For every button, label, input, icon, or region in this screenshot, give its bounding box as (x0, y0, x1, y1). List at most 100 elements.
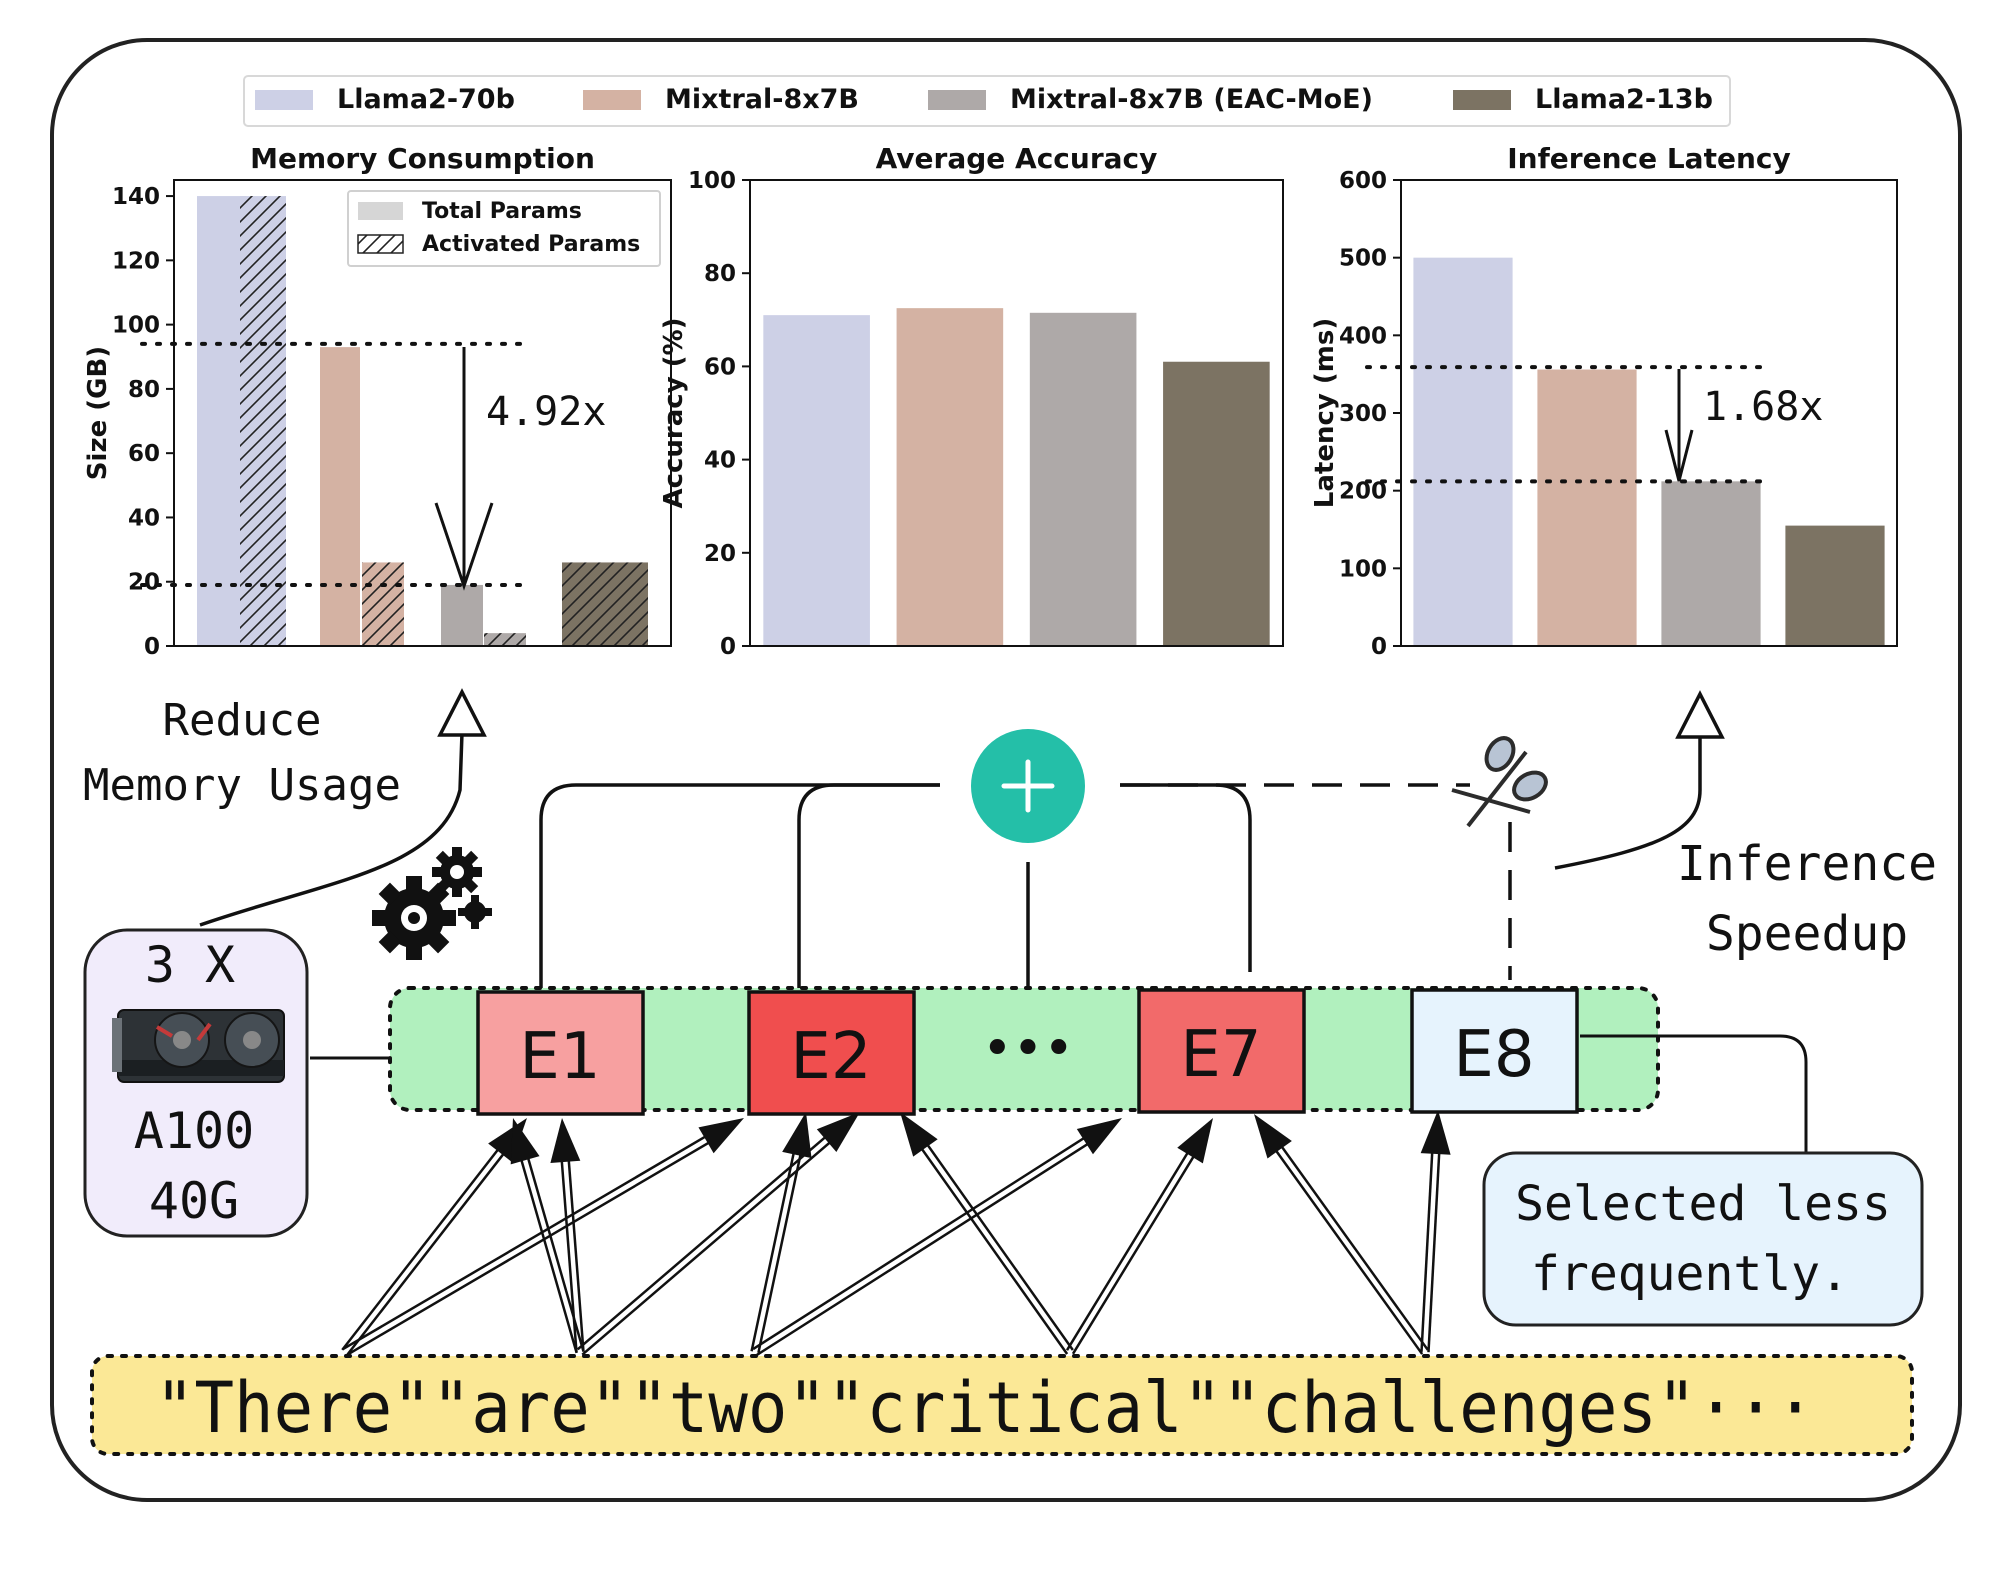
activated-params-swatch (357, 234, 404, 254)
expert-ellipsis: ••• (982, 1019, 1074, 1079)
y-tick-label: 80 (704, 261, 736, 287)
bar-total (320, 347, 360, 646)
gears-icon (372, 847, 492, 960)
y-tick-label: 0 (720, 634, 736, 660)
y-tick-label: 140 (112, 184, 160, 210)
bar (1661, 481, 1761, 646)
total-params-swatch (358, 202, 403, 220)
bar (1029, 312, 1137, 646)
routing-arrow-shaft (750, 1146, 797, 1352)
legend-swatch-llama70 (255, 90, 313, 110)
activated-params-label: Activated Params (422, 232, 640, 257)
note-line2: frequently. (1531, 1246, 1849, 1302)
reduce-arrow-head (437, 688, 487, 737)
aggregate-plus-icon (971, 729, 1085, 843)
legend-swatch-eacmoe (928, 90, 986, 110)
routing-arrow-shaft (1427, 1146, 1441, 1353)
bar-activated-hatch (240, 196, 286, 646)
y-tick-label: 80 (128, 377, 160, 403)
routing-arrow-shaft (576, 1131, 832, 1351)
bar (763, 315, 870, 646)
y-tick-label: 20 (128, 570, 160, 596)
aggregation-lines (539, 783, 1512, 988)
routing-arrow-head (1177, 1118, 1213, 1164)
y-tick-label: 0 (144, 634, 160, 660)
input-tokens: "There""are""two""critical""challenges"·… (155, 1367, 1815, 1449)
outer-frame (50, 38, 1962, 1502)
plot-frame (1400, 179, 1898, 647)
speedup-arrow-head (1675, 690, 1725, 739)
top-legend: Llama2-70b Mixtral-8x7B Mixtral-8x7B (EA… (243, 75, 1731, 127)
routing-arrow-shaft (1420, 1145, 1434, 1352)
y-tick-label: 500 (1339, 246, 1387, 272)
bar-total (441, 584, 483, 646)
expert-e8: E8 (1410, 988, 1579, 1114)
y-tick-label: 20 (704, 541, 736, 567)
reduce-arrow (199, 732, 464, 927)
note-connector (1580, 1034, 1808, 1152)
gpu-card: 3 X A100 40G (83, 928, 309, 1238)
routing-arrow-shaft (581, 1137, 836, 1356)
routing-arrow-head (1076, 1118, 1122, 1155)
routing-arrow-head (550, 1118, 581, 1164)
routing-arrows (341, 1110, 1451, 1357)
expert-e1: E1 (476, 990, 645, 1116)
expert-strip (388, 986, 1660, 1112)
y-tick-label: 40 (128, 505, 160, 531)
y-tick-label: 600 (1339, 168, 1387, 194)
legend-swatch-mixtral (583, 90, 641, 110)
scissors-icon (1451, 736, 1548, 828)
routing-arrow-shaft (1271, 1144, 1424, 1355)
memory-ratio-label: 4.92x (486, 389, 606, 435)
y-tick-label: 100 (1339, 556, 1387, 582)
routing-arrow-shaft (756, 1139, 1095, 1357)
expert-e1-label: E1 (519, 1020, 600, 1094)
routing-arrow-head (510, 1118, 540, 1165)
routing-arrow-shaft (346, 1138, 716, 1357)
total-params-label: Total Params (422, 199, 582, 224)
gpu-count: 3 X (145, 936, 235, 994)
routing-arrow-head (1254, 1114, 1292, 1159)
gpu-model: A100 (134, 1102, 254, 1160)
chart-title: Inference Latency (1507, 142, 1791, 175)
memory-reduction-annotation: 4.92x (434, 347, 606, 591)
legend-label-eacmoe: Mixtral-8x7B (EAC-MoE) (1010, 84, 1373, 115)
gpu-memory: 40G (149, 1172, 239, 1230)
reduce-text-line1: Reduce (163, 695, 322, 746)
bar-activated-hatch (562, 562, 648, 646)
bar (1163, 361, 1270, 646)
routing-arrow-shaft (560, 1154, 578, 1353)
reduce-memory-callout: Reduce Memory Usage (83, 688, 487, 927)
bar (1413, 257, 1513, 646)
y-tick-label: 100 (112, 313, 160, 339)
routing-arrow-shaft (916, 1142, 1069, 1355)
expert-e7-label: E7 (1180, 1018, 1261, 1092)
routing-arrow-head (900, 1112, 938, 1157)
routing-arrow-head (782, 1112, 812, 1159)
legend-swatch-llama13 (1453, 90, 1511, 110)
expert-e2-label: E2 (790, 1020, 871, 1094)
routing-arrow-shaft (1065, 1146, 1193, 1351)
plot-frame (749, 179, 1284, 647)
y-axis-label: Size (GB) (83, 346, 113, 480)
y-tick-label: 60 (704, 354, 736, 380)
routing-arrow-shaft (1276, 1140, 1429, 1351)
expert-e8-label: E8 (1453, 1018, 1534, 1092)
routing-arrow-shaft (757, 1147, 804, 1353)
bar (1785, 525, 1885, 646)
speedup-text-line1: Inference (1677, 836, 1937, 892)
routing-arrow-head (816, 1112, 860, 1153)
expert-e7: E7 (1137, 988, 1306, 1114)
y-tick-label: 100 (688, 168, 736, 194)
routing-arrow-shaft (518, 1153, 578, 1354)
speedup-arrow (1554, 735, 1702, 870)
legend-label-mixtral: Mixtral-8x7B (665, 84, 859, 115)
memory-sub-legend: Total Params Activated Params (347, 190, 661, 267)
speedup-text-line2: Speedup (1706, 906, 1908, 962)
chart-title: Memory Consumption (250, 142, 595, 175)
bar (896, 308, 1004, 646)
bar-total (197, 196, 246, 646)
y-tick-label: 400 (1339, 323, 1387, 349)
